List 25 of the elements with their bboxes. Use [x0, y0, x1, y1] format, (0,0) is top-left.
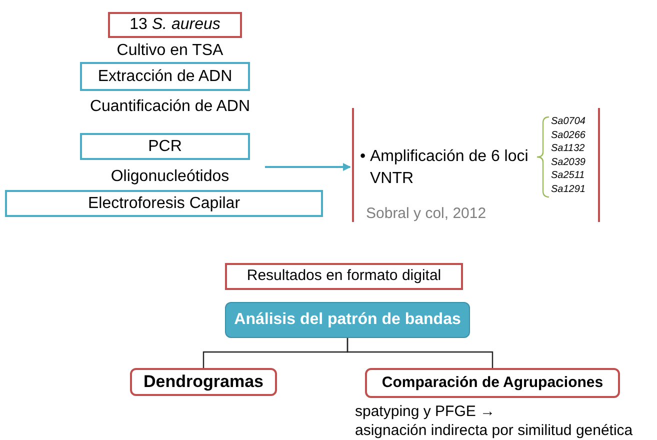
rounded-process-box: Análisis del patrón de bandas [225, 302, 470, 338]
process-box: Extracción de ADN [80, 62, 250, 91]
process-box: PCR [80, 133, 250, 160]
arrow [265, 163, 351, 171]
citation-text: Sobral y col, 2012 [366, 204, 486, 224]
rounded-box: Dendrogramas [130, 368, 277, 396]
process-box: Electroforesis Capilar [5, 190, 323, 217]
process-box: 13 S. aureus [108, 12, 242, 38]
bracketed-panel [352, 108, 600, 222]
locus-label: Sa2511 [551, 169, 585, 182]
bullet-mark: • [360, 147, 366, 167]
locus-label: Sa1291 [551, 182, 586, 196]
process-box: Resultados en formato digital [225, 263, 463, 290]
step-label: Cuantificación de ADN [88, 97, 252, 117]
locus-label: Sa0704 [551, 115, 586, 128]
rounded-box: Comparación de Agrupaciones [365, 368, 620, 398]
locus-label: Sa0266 [551, 128, 586, 142]
step-label: Cultivo en TSA [116, 41, 224, 61]
locus-label: Sa2039 [551, 156, 586, 168]
step-label: Oligonucleótidos [110, 167, 230, 187]
connector-line [346, 338, 494, 368]
note-text: spatyping y PFGE → [355, 402, 496, 422]
bullet-text: Amplificación de 6 loci VNTR [370, 147, 530, 189]
locus-label: Sa1132 [551, 142, 585, 155]
note-text: asignación indirecta por similitud genética [355, 421, 634, 440]
